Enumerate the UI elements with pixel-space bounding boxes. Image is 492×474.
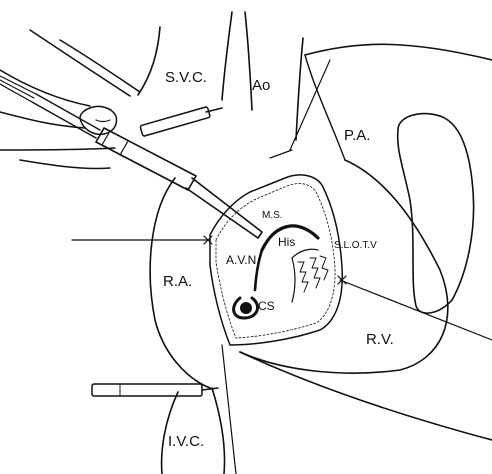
stay-sutures xyxy=(72,60,492,474)
coronary-sinus xyxy=(234,298,258,318)
label-rv: R.V. xyxy=(366,331,394,348)
label-avn: A.V.N. xyxy=(226,253,260,267)
label-ra: R.A. xyxy=(163,273,192,290)
label-svc: S.V.C. xyxy=(165,69,207,86)
svc-cannula-icon xyxy=(140,107,222,137)
hand-icon xyxy=(0,30,140,168)
label-ao: Ao xyxy=(252,77,270,94)
label-his: His xyxy=(278,235,295,249)
label-ms: M.S. xyxy=(262,210,283,221)
left-atrial-appendage xyxy=(398,114,474,313)
ivc-vessel xyxy=(162,388,225,474)
aorta-vessel xyxy=(245,12,303,140)
label-slotv: S.L.O.T.V xyxy=(334,240,377,251)
tricuspid-valve xyxy=(292,249,328,302)
retractor-icon xyxy=(92,384,218,396)
label-cs: CS xyxy=(258,299,275,313)
label-ivc: I.V.C. xyxy=(168,433,204,450)
svc-vessel xyxy=(138,12,232,100)
label-pa: P.A. xyxy=(344,127,370,144)
